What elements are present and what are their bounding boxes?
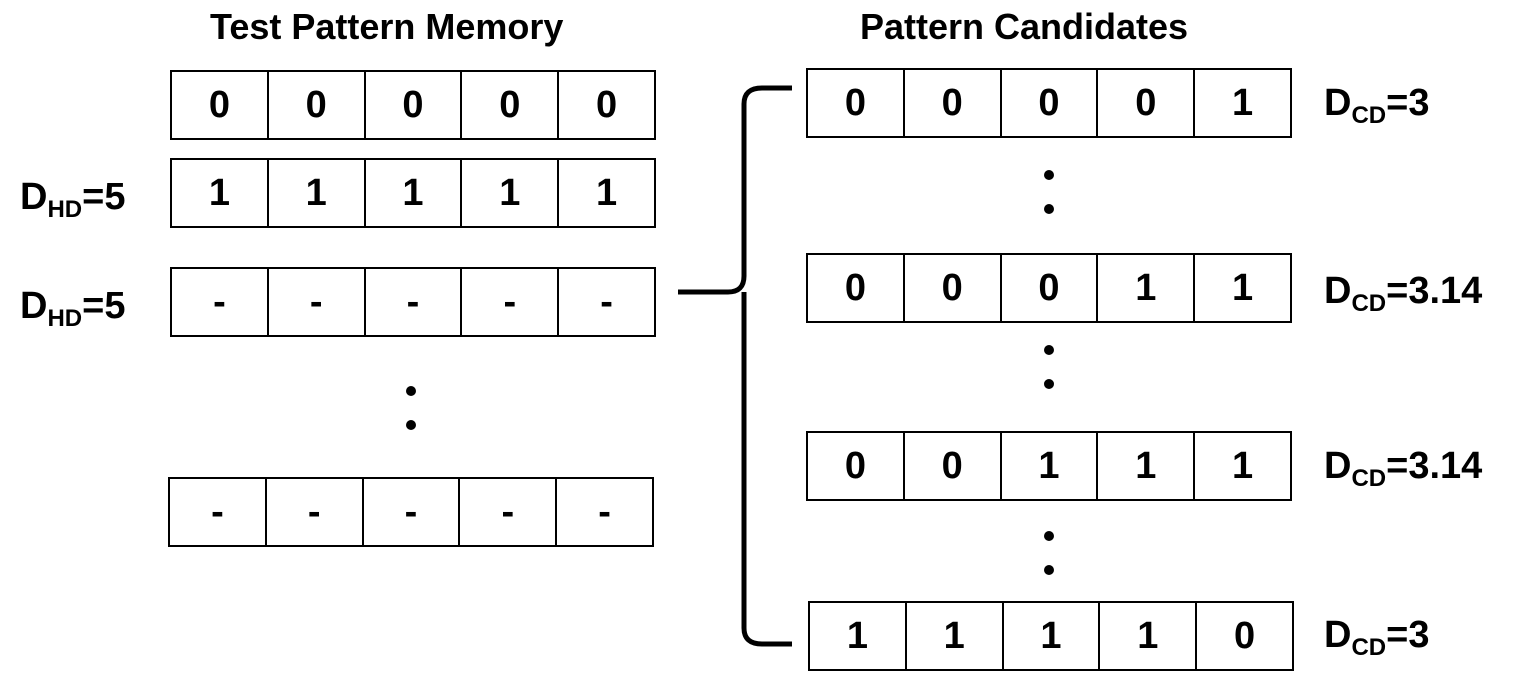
memory-cell: 0: [266, 72, 364, 138]
memory-cell: 0: [363, 72, 461, 138]
candidates-title: Pattern Candidates: [860, 6, 1189, 47]
memory-cell: -: [555, 479, 652, 545]
candidate-cell: 1: [999, 433, 1097, 499]
candidate-cell: 0: [999, 255, 1097, 321]
candidate-row-2-label: DCD=3.14: [1324, 270, 1483, 317]
memory-cell: -: [213, 280, 226, 323]
memory-cell: 0: [557, 72, 654, 138]
candidate-cell: 1: [1193, 433, 1290, 499]
candidate-cell: 1: [846, 614, 868, 657]
candidate-cell: 1: [1098, 603, 1195, 669]
candidate-cell: 0: [1195, 603, 1292, 669]
candidate-cell: 1: [1193, 255, 1290, 321]
ellipsis-dot: [1044, 204, 1054, 214]
candidate-ellipsis-1: [1044, 170, 1054, 238]
candidate-cell: 1: [1096, 433, 1193, 499]
candidate-row-2: 0 0 0 1 1: [806, 253, 1292, 323]
candidate-ellipsis-2: [1044, 345, 1054, 413]
candidate-cell: 0: [844, 444, 866, 487]
memory-row-3-label: DHD=5: [20, 285, 126, 332]
memory-cell: -: [264, 479, 362, 545]
candidate-cell: 0: [844, 81, 866, 124]
ellipsis-dot: [1044, 170, 1054, 180]
candidate-cell: 1: [1001, 603, 1099, 669]
candidate-cell: 1: [904, 603, 1002, 669]
candidate-cell: 1: [1193, 70, 1290, 136]
ellipsis-dot: [1044, 379, 1054, 389]
memory-ellipsis: [406, 386, 416, 454]
candidate-ellipsis-3: [1044, 531, 1054, 599]
memory-cell: -: [460, 269, 557, 335]
candidate-row-3: 0 0 1 1 1: [806, 431, 1292, 501]
memory-title: Test Pattern Memory: [210, 6, 564, 47]
memory-cell: 1: [557, 160, 654, 226]
memory-row-1: 0 0 0 0 0: [170, 70, 656, 140]
ellipsis-dot: [406, 386, 416, 396]
candidate-cell: 0: [902, 70, 1000, 136]
memory-cell: -: [266, 269, 364, 335]
candidate-cell: 0: [1096, 70, 1193, 136]
ellipsis-dot: [1044, 565, 1054, 575]
memory-cell: 1: [208, 171, 230, 214]
candidate-row-4-label: DCD=3: [1324, 614, 1430, 661]
memory-row-4: - - - - -: [168, 477, 654, 547]
memory-cell: -: [363, 269, 461, 335]
memory-cell: 0: [460, 72, 557, 138]
memory-cell: -: [361, 479, 459, 545]
memory-cell: -: [557, 269, 654, 335]
candidate-cell: 0: [844, 266, 866, 309]
candidate-row-1: 0 0 0 0 1: [806, 68, 1292, 138]
memory-cell: 1: [363, 160, 461, 226]
memory-row-2: 1 1 1 1 1: [170, 158, 656, 228]
memory-row-3: - - - - -: [170, 267, 656, 337]
memory-cell: -: [458, 479, 555, 545]
memory-cell: 1: [266, 160, 364, 226]
candidate-cell: 1: [1096, 255, 1193, 321]
ellipsis-dot: [406, 420, 416, 430]
candidate-cell: 0: [902, 433, 1000, 499]
candidate-row-3-label: DCD=3.14: [1324, 445, 1483, 492]
candidate-row-4: 1 1 1 1 0: [808, 601, 1294, 671]
ellipsis-dot: [1044, 345, 1054, 355]
memory-cell: 0: [208, 83, 230, 126]
memory-cell: -: [211, 490, 224, 533]
candidate-row-1-label: DCD=3: [1324, 82, 1430, 129]
candidate-cell: 0: [999, 70, 1097, 136]
ellipsis-dot: [1044, 531, 1054, 541]
candidate-cell: 0: [902, 255, 1000, 321]
memory-cell: 1: [460, 160, 557, 226]
memory-row-2-label: DHD=5: [20, 176, 126, 223]
